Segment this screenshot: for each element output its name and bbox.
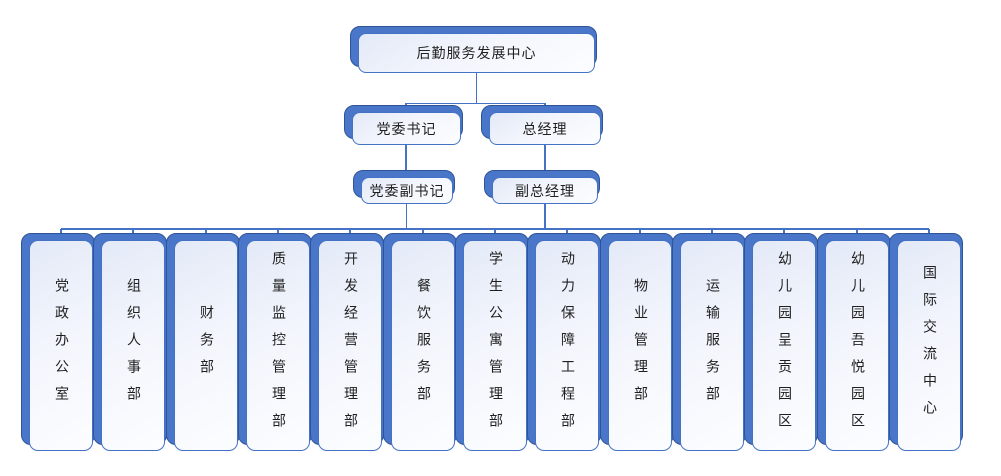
connector-line [544, 204, 546, 229]
org-node-face: 党委副书记 [361, 177, 453, 204]
org-node-face: 后勤服务发展中心 [358, 33, 595, 73]
org-node-party-secretary: 党委书记 [344, 105, 463, 145]
org-node-department: 财务部 [166, 233, 240, 451]
org-node-department: 幼儿园吾悦园区 [817, 233, 891, 451]
org-node-label: 动力保障工程部 [559, 251, 575, 440]
org-node-department: 学生公寓管理部 [455, 233, 529, 451]
org-node-label: 总经理 [522, 121, 568, 138]
org-node-department: 质量监控管理部 [238, 233, 312, 451]
org-node-face: 物业管理部 [608, 240, 672, 451]
org-node-department: 运输服务部 [672, 233, 746, 451]
org-node-face: 开发经营管理部 [318, 240, 382, 451]
org-node-label: 开发经营管理部 [342, 251, 358, 440]
org-node-department: 动力保障工程部 [527, 233, 601, 451]
org-node-label: 幼儿园呈贡园区 [776, 251, 792, 440]
org-node-deputy-general-manager: 副总经理 [484, 170, 600, 204]
org-node-face: 国际交流中心 [897, 240, 961, 451]
org-node-label: 后勤服务发展中心 [416, 46, 537, 62]
org-node-face: 运输服务部 [680, 240, 744, 451]
org-node-face: 财务部 [174, 240, 238, 451]
org-node-department: 组织人事部 [93, 233, 167, 451]
org-node-label: 国际交流中心 [921, 264, 937, 427]
org-node-label: 物业管理部 [632, 278, 648, 413]
connector-line [405, 145, 407, 177]
org-node-face: 动力保障工程部 [535, 240, 599, 451]
org-node-label: 副总经理 [515, 183, 575, 200]
org-node-label: 餐饮服务部 [415, 278, 431, 413]
org-node-label: 党委副书记 [369, 183, 445, 200]
connector-line [405, 204, 408, 229]
org-node-department: 物业管理部 [600, 233, 674, 451]
org-node-face: 学生公寓管理部 [463, 240, 527, 451]
org-node-deputy-party-secretary: 党委副书记 [353, 170, 455, 204]
org-node-department: 开发经营管理部 [310, 233, 384, 451]
org-node-face: 总经理 [489, 112, 601, 145]
org-node-face: 副总经理 [492, 177, 598, 204]
org-node-face: 党委书记 [352, 112, 461, 145]
org-node-label: 党政办公室 [53, 278, 69, 413]
org-node-label: 运输服务部 [704, 278, 720, 413]
org-node-face: 幼儿园呈贡园区 [752, 240, 816, 451]
org-node-face: 质量监控管理部 [246, 240, 310, 451]
org-node-face: 党政办公室 [29, 240, 93, 451]
org-node-face: 幼儿园吾悦园区 [825, 240, 889, 451]
org-node-face: 餐饮服务部 [391, 240, 455, 451]
connector-line [475, 73, 478, 104]
connector-line [61, 228, 929, 230]
org-node-label: 幼儿园吾悦园区 [849, 251, 865, 440]
org-node-department: 国际交流中心 [889, 233, 963, 451]
org-node-label: 财务部 [198, 305, 214, 386]
org-node-face: 组织人事部 [101, 240, 165, 451]
org-node-label: 党委书记 [376, 121, 437, 138]
org-node-department: 幼儿园呈贡园区 [744, 233, 818, 451]
org-node-department: 餐饮服务部 [383, 233, 457, 451]
org-node-department: 党政办公室 [21, 233, 95, 451]
connector-line [405, 102, 546, 104]
org-node-label: 质量监控管理部 [270, 251, 286, 440]
connector-line [544, 145, 546, 177]
org-node-label: 学生公寓管理部 [487, 251, 503, 440]
org-node-general-manager: 总经理 [481, 105, 603, 145]
org-node-label: 组织人事部 [125, 278, 141, 413]
org-node-root: 后勤服务发展中心 [350, 26, 597, 73]
